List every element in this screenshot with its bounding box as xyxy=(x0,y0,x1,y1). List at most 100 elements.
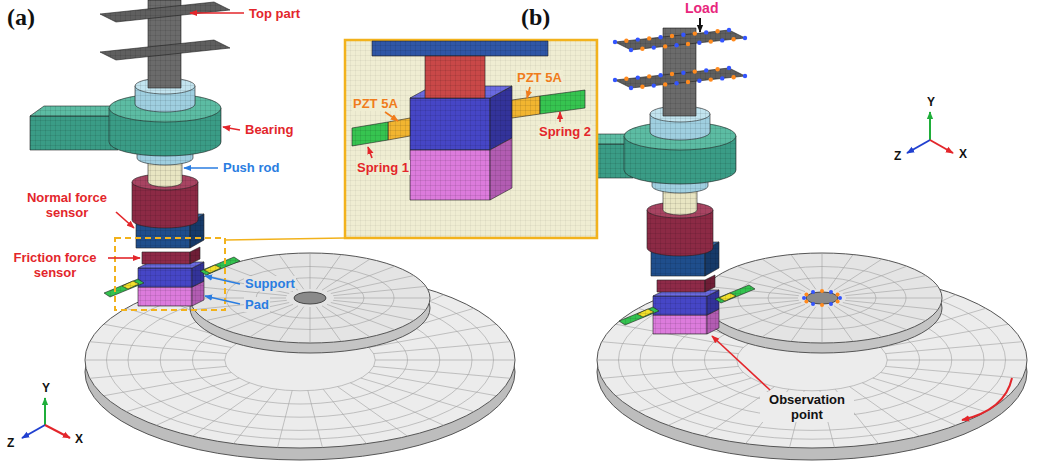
disc-mesh-line xyxy=(873,378,986,412)
constraint-dot xyxy=(697,79,701,83)
pzt-right xyxy=(719,293,736,301)
leader-line xyxy=(712,336,770,390)
spring-left-mesh xyxy=(104,279,144,297)
spring-right xyxy=(715,285,755,303)
inset-spring-1 xyxy=(352,122,388,146)
axis-label: Z xyxy=(893,149,902,163)
inset-spring-1-mesh xyxy=(352,122,388,146)
axis-arrow xyxy=(22,425,45,438)
platform-mesh-line xyxy=(737,304,805,329)
zoom-inset xyxy=(345,40,597,238)
part-label: Spring 2 xyxy=(538,124,592,139)
zoom-connector xyxy=(225,238,345,240)
disc-mesh-line xyxy=(850,387,920,437)
platform-mesh-line xyxy=(194,300,287,309)
disc-mesh-line xyxy=(234,389,277,443)
inset-spring-2 xyxy=(540,90,585,114)
constraint-dot xyxy=(686,42,690,46)
inset-mesh xyxy=(346,41,596,237)
constraint-dot xyxy=(658,73,662,77)
platform-mesh-line xyxy=(190,298,286,299)
constraint-dot xyxy=(670,34,674,38)
disc-mesh-line xyxy=(90,342,227,354)
disc-mesh-line xyxy=(375,360,515,361)
part-label: Top part xyxy=(248,6,301,21)
constraint-dot xyxy=(804,293,808,297)
constraint-dot xyxy=(727,28,731,32)
friction-sensor-side xyxy=(705,275,715,292)
constraint-dot xyxy=(624,77,628,81)
platform-mesh-line xyxy=(839,304,907,329)
platform-mesh-line xyxy=(333,286,426,295)
platform-mesh-line xyxy=(331,303,414,321)
platform-mesh-line xyxy=(822,253,823,289)
center-hole xyxy=(294,292,326,304)
constraint-dot xyxy=(674,81,678,85)
disc-mesh-line xyxy=(597,360,737,361)
disc-mesh-line xyxy=(862,383,956,426)
leader-line xyxy=(368,147,372,158)
part-label: Support xyxy=(244,276,296,291)
disc-mesh-line xyxy=(369,373,497,396)
disc-mesh-line xyxy=(886,366,1023,378)
spring-left xyxy=(104,279,144,297)
top-plate-mesh xyxy=(100,2,230,22)
disc-mesh-line xyxy=(338,387,408,437)
support-front xyxy=(653,296,707,315)
platform-mesh-line xyxy=(316,255,341,290)
leader-line xyxy=(223,127,240,130)
spring-left xyxy=(619,307,659,325)
spring-right-mesh xyxy=(200,257,240,275)
constraint-dot xyxy=(670,72,674,76)
platform-mesh-line xyxy=(791,255,816,290)
leader-line xyxy=(527,87,530,98)
constraint-dot xyxy=(613,40,617,44)
inset-sensor xyxy=(372,41,548,56)
inset-pad-side-mesh xyxy=(490,138,512,200)
platform-mesh-line xyxy=(327,304,395,329)
constraint-dot xyxy=(647,74,651,78)
constraint-dot xyxy=(693,31,697,35)
zoom-box xyxy=(115,238,225,310)
disc-mesh-line xyxy=(126,378,239,412)
friction-sensor-front-mesh xyxy=(657,280,705,292)
platform-mesh-line xyxy=(828,255,853,290)
constraint-dot xyxy=(681,33,685,37)
constraint-dot xyxy=(636,37,640,41)
friction-sensor-side xyxy=(190,247,200,264)
constraint-dot xyxy=(804,300,808,304)
pzt-left xyxy=(637,309,654,317)
disc-mesh-line xyxy=(374,342,511,354)
platform-mesh-line xyxy=(322,306,370,337)
constraint-dot xyxy=(836,293,840,297)
pzt-right-mesh xyxy=(204,265,221,273)
constraint-dot xyxy=(704,30,708,34)
disc-mesh-line xyxy=(193,387,263,437)
constraint-dot xyxy=(811,302,815,306)
constraint-dot xyxy=(811,290,815,294)
spring-right-mesh xyxy=(715,285,755,303)
pzt-right-mesh xyxy=(719,293,736,301)
rotation-arrow xyxy=(962,378,1012,420)
constraint-dot xyxy=(663,82,667,86)
disc-mesh-line xyxy=(602,366,739,378)
inset-sensor-mesh xyxy=(372,41,548,56)
part-label: Friction force sensor xyxy=(4,250,106,280)
axis-arrow xyxy=(929,112,931,140)
axis-label: X xyxy=(74,432,84,446)
pad-front-mesh xyxy=(138,287,192,306)
platform-mesh-line xyxy=(834,259,882,290)
constraint-dot xyxy=(629,48,633,52)
platform-mesh-line xyxy=(333,300,426,309)
leader-line xyxy=(385,112,398,121)
constraint-dot xyxy=(640,47,644,51)
disc-mesh-line xyxy=(278,391,293,448)
disc-mesh-line xyxy=(350,383,444,426)
platform-mesh-line xyxy=(279,307,304,342)
part-label: PZT 5A xyxy=(516,70,563,85)
pad-front xyxy=(138,287,192,306)
axis-arrow xyxy=(907,140,930,153)
constraint-dot xyxy=(681,71,685,75)
constraint-dot xyxy=(720,38,724,42)
disc-mesh-line xyxy=(156,383,250,426)
